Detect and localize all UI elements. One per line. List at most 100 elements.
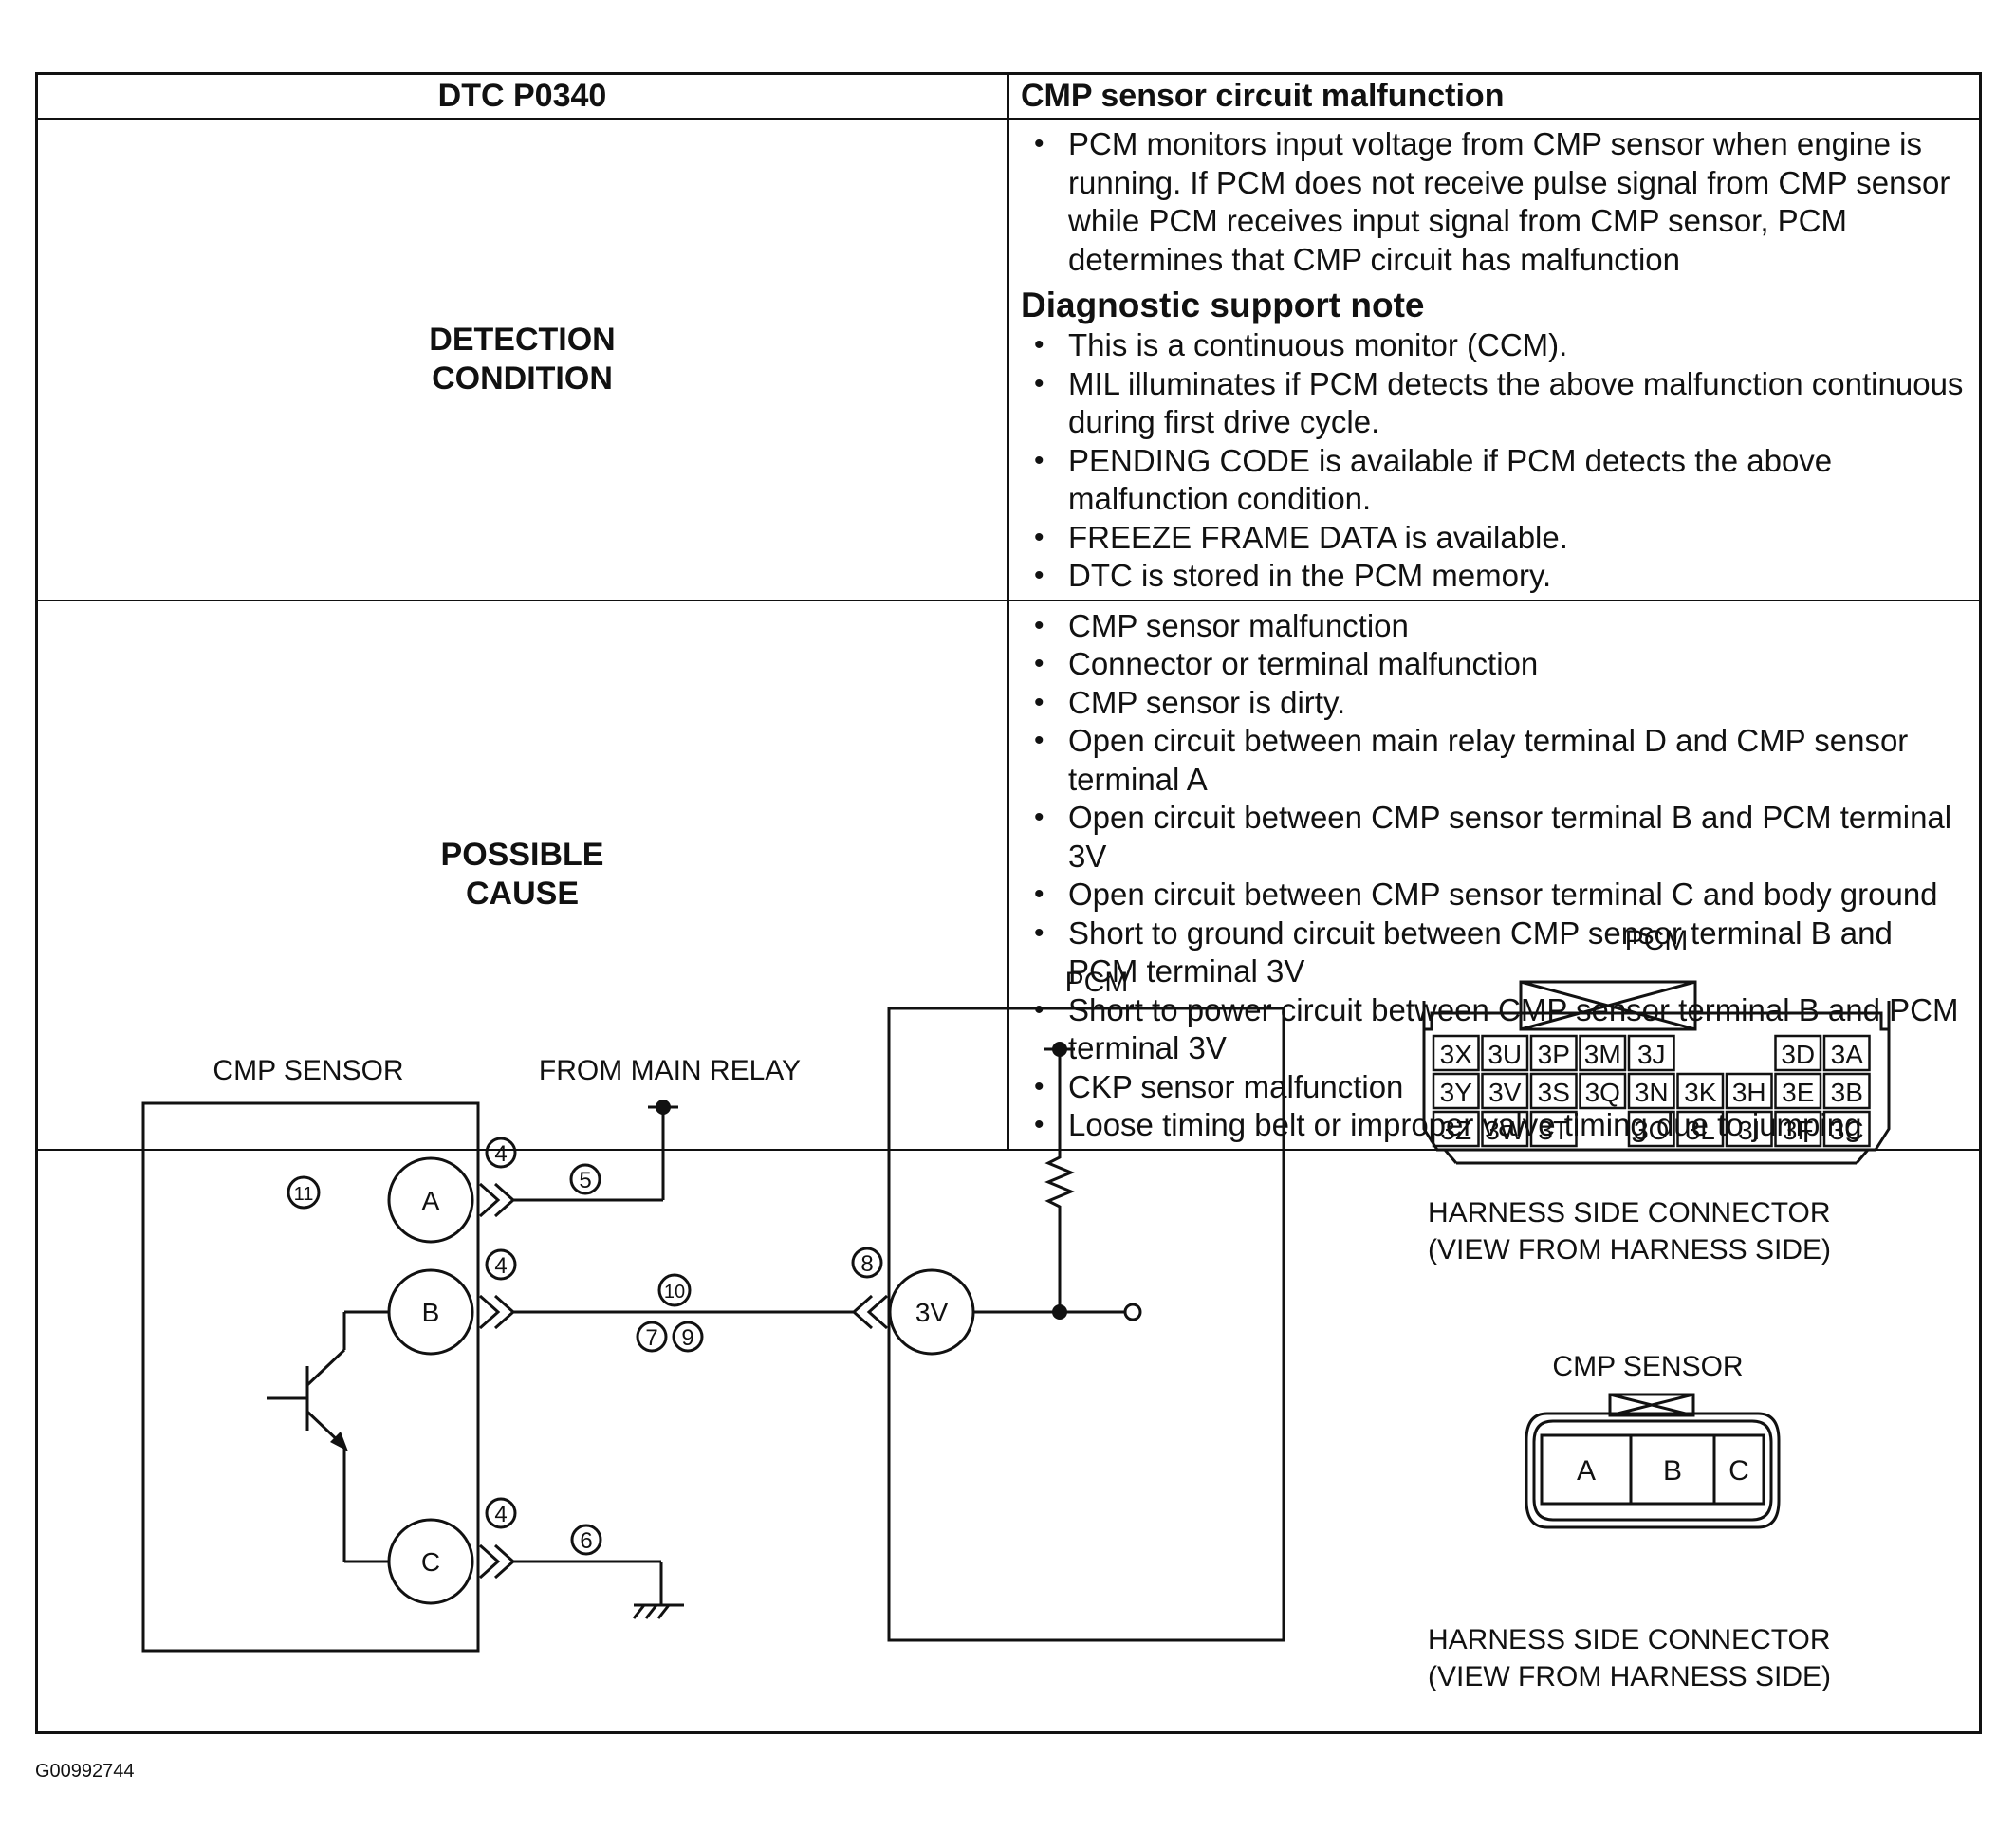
pcm-pin-cell — [1725, 1110, 1773, 1148]
detection-list: PCM monitors input voltage from CMP sens… — [1009, 120, 1980, 283]
dtc-code: DTC P0340 — [35, 72, 1009, 120]
pcm-box — [887, 1007, 1285, 1642]
detection-row: DETECTION CONDITION PCM monitors input v… — [35, 118, 1982, 601]
header-row: DTC P0340 CMP sensor circuit malfunction — [35, 72, 1982, 120]
pcm-pin-label: 3O — [1634, 1116, 1669, 1145]
list-item: MIL illuminates if PCM detects the above… — [1021, 365, 1970, 442]
callout-6-circle — [570, 1524, 602, 1556]
pcm-pin-cell — [1822, 1072, 1871, 1110]
pcm-pin-label: 3A — [1831, 1040, 1864, 1069]
cmp-connector-caption-2: (VIEW FROM HARNESS SIDE) — [1428, 1661, 1831, 1692]
callout-10: 10 — [664, 1282, 685, 1303]
pcm-connector-title: PCM — [1625, 925, 1689, 956]
pcm-pin-cell — [1774, 1110, 1822, 1148]
dtc-title: CMP sensor circuit malfunction — [1008, 72, 1982, 120]
detection-content: PCM monitors input voltage from CMP sens… — [1008, 118, 1982, 601]
list-item: This is a continuous monitor (CCM). — [1021, 326, 1970, 365]
pcm-pin-label: 3V — [1488, 1078, 1522, 1107]
callout-7-circle — [636, 1321, 668, 1353]
pcm-pin-cell — [1676, 1110, 1725, 1148]
callout-9: 9 — [681, 1325, 693, 1351]
list-item: CMP sensor malfunction — [1021, 607, 1970, 646]
list-item: Short to ground circuit between CMP sens… — [1021, 915, 1970, 991]
callout-5: 5 — [579, 1168, 591, 1193]
cmp-connector-drawing — [1525, 1393, 1781, 1529]
pcm-pin-cell — [1822, 1034, 1871, 1072]
callout-4c: 4 — [494, 1502, 507, 1527]
pcm-pin-cell — [1627, 1110, 1675, 1148]
cause-list: CMP sensor malfunction Connector or term… — [1009, 601, 1980, 1149]
list-item: Open circuit between CMP sensor terminal… — [1021, 876, 1970, 915]
pcm-pin-label: 3S — [1538, 1078, 1570, 1107]
cmp-pin-c: C — [1728, 1455, 1749, 1487]
terminal-c-label: C — [421, 1547, 440, 1577]
pcm-pin-label: 3D — [1781, 1040, 1815, 1069]
pcm-pin-cell — [1481, 1072, 1529, 1110]
terminal-a-circle — [387, 1156, 474, 1244]
cmp-sensor-label: CMP SENSOR — [213, 1055, 403, 1086]
pcm-pin-label: 3F — [1783, 1116, 1814, 1145]
list-item: DTC is stored in the PCM memory. — [1021, 557, 1970, 596]
callout-8-circle — [851, 1247, 883, 1279]
pcm-pin-cell — [1822, 1110, 1871, 1148]
transistor-symbol — [267, 1310, 389, 1563]
pcm-connector-caption-2: (VIEW FROM HARNESS SIDE) — [1428, 1234, 1831, 1266]
pcm-pin-label: 3I — [1738, 1116, 1760, 1145]
cause-label-line1: POSSIBLE — [440, 837, 604, 873]
callout-4c-circle — [485, 1497, 517, 1529]
list-item: FREEZE FRAME DATA is available. — [1021, 519, 1970, 558]
pcm-pin-cell — [1627, 1072, 1675, 1110]
cmp-connector-title: CMP SENSOR — [1552, 1351, 1743, 1382]
pcm-pin-cell — [1529, 1072, 1578, 1110]
detection-label-line1: DETECTION — [429, 321, 616, 358]
list-item: CKP sensor malfunction — [1021, 1068, 1970, 1107]
callout-6: 6 — [580, 1528, 592, 1554]
terminal-b-label: B — [422, 1298, 440, 1327]
callout-7: 7 — [645, 1325, 657, 1351]
list-item: PCM monitors input voltage from CMP sens… — [1021, 125, 1970, 279]
pcm-open-node — [1123, 1303, 1142, 1321]
resistor-symbol — [1044, 1049, 1075, 1217]
pcm-pin-label: 3H — [1732, 1078, 1766, 1107]
pcm-pin-label: 3T — [1538, 1116, 1569, 1145]
pcm-pin-cell — [1676, 1072, 1725, 1110]
list-item: CMP sensor is dirty. — [1021, 684, 1970, 723]
callout-8: 8 — [860, 1251, 873, 1277]
pcm-pin-label: 3L — [1686, 1116, 1715, 1145]
list-item: Open circuit between main relay terminal… — [1021, 722, 1970, 799]
relay-junction-dot — [656, 1100, 671, 1115]
detection-label-line2: CONDITION — [432, 360, 613, 397]
support-heading: Diagnostic support note — [1021, 286, 1425, 324]
callout-5-circle — [569, 1163, 601, 1195]
pcm-pin-label: 3B — [1831, 1078, 1863, 1107]
pcm-pin-cell — [1481, 1110, 1529, 1148]
detection-label: DETECTION CONDITION — [35, 118, 1009, 601]
callout-4a: 4 — [494, 1141, 507, 1167]
pcm-pin-label: 3C — [1830, 1116, 1864, 1145]
terminal-a-label: A — [422, 1186, 440, 1215]
callout-11-circle — [287, 1175, 321, 1210]
cmp-sensor-box — [141, 1101, 480, 1653]
pcm-pin-cell — [1774, 1034, 1822, 1072]
list-item: PENDING CODE is available if PCM detects… — [1021, 442, 1970, 519]
emitter-arrow — [330, 1432, 348, 1451]
pcm-pin-label: 3X — [1440, 1040, 1473, 1069]
terminal-3v-label: 3V — [915, 1298, 949, 1327]
pcm-pin-label: 3Y — [1440, 1078, 1473, 1107]
list-item: Connector or terminal malfunction — [1021, 645, 1970, 684]
pcm-connector-drawing — [1422, 980, 1891, 1165]
callout-10-circle — [657, 1273, 692, 1307]
cmp-connector-caption-1: HARNESS SIDE CONNECTOR — [1428, 1624, 1831, 1655]
pcm-pin-label: 3M — [1584, 1040, 1621, 1069]
list-item: Open circuit between CMP sensor terminal… — [1021, 799, 1970, 876]
pcm-pin-label: 3Z — [1440, 1116, 1471, 1145]
pcm-pin-cell — [1529, 1034, 1578, 1072]
pcm-pin-label: 3K — [1684, 1078, 1717, 1107]
pcm-pin-label: 3J — [1637, 1040, 1666, 1069]
pcm-pin-cell — [1529, 1110, 1578, 1148]
support-list: This is a continuous monitor (CCM). MIL … — [1009, 326, 1980, 600]
pcm-pin-label: 3Q — [1585, 1078, 1620, 1107]
pcm-pin-cell — [1579, 1072, 1627, 1110]
pcm-pin-cell — [1432, 1110, 1480, 1148]
